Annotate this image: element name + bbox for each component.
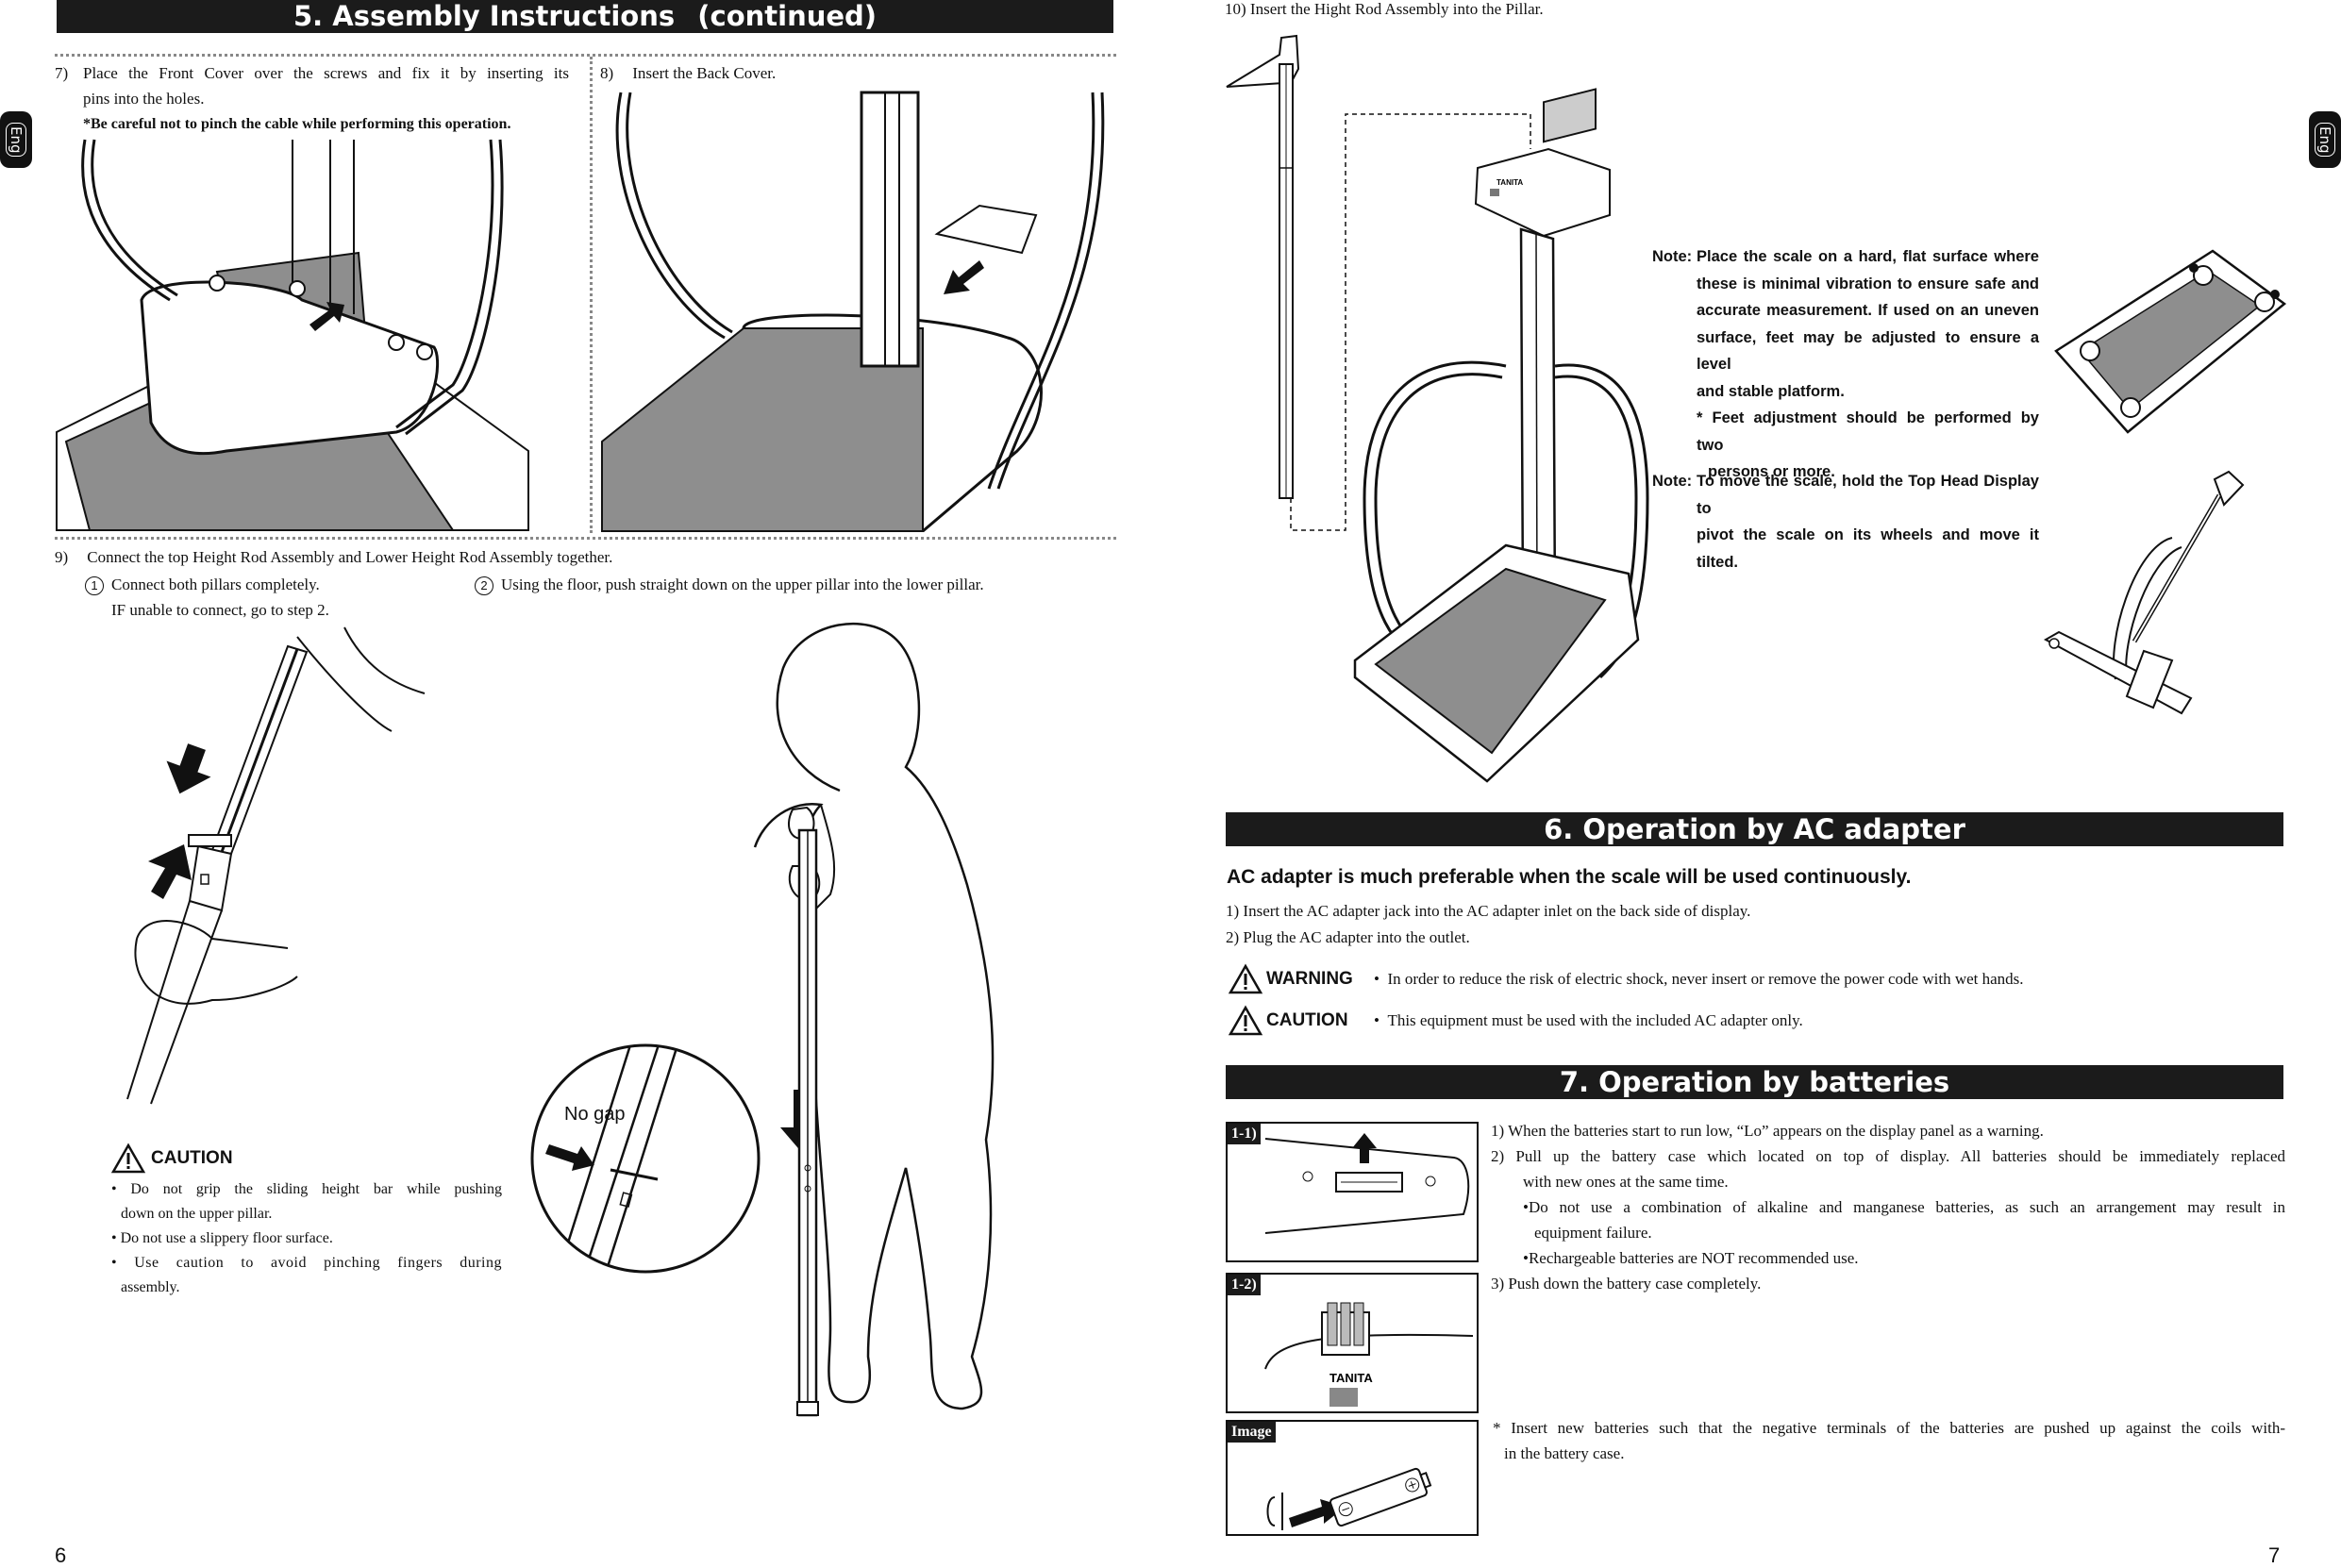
step-9-sub2-text: Using the floor, push straight down on t… [501, 575, 984, 593]
section-5-continued: (continued) [697, 0, 878, 32]
image-label-1-1: 1-1) [1228, 1124, 1261, 1144]
footnote-line2: in the battery case. [1504, 1444, 1625, 1462]
divider-top [55, 54, 1116, 57]
section-6-step-1: 1) Insert the AC adapter jack into the A… [1226, 902, 1751, 920]
step-9-sub1-line1: Connect both pillars completely. [111, 575, 320, 593]
scale-feet-illustration [2054, 249, 2287, 434]
step-9-number: 9) [55, 548, 69, 566]
battery-image-1-1: 1-1) [1226, 1122, 1479, 1262]
step-8: 8) Insert the Back Cover. [600, 60, 776, 86]
page-number-left: 6 [55, 1543, 67, 1567]
step-9-text: Connect the top Height Rod Assembly and … [87, 548, 613, 566]
caution-text-right: This equipment must be used with the inc… [1387, 1011, 1803, 1029]
section-7-bullet-1-line2: equipment failure. [1534, 1224, 1652, 1242]
section-7-step-2-line1: 2) Pull up the battery case which locate… [1491, 1147, 2285, 1165]
step-9-sub1-marker: 1 [85, 575, 104, 595]
step-7-text-line1: Place the Front Cover over the screws an… [83, 64, 569, 82]
eng-tab-right: Eng [2309, 111, 2341, 168]
step-7-number: 7) [55, 64, 69, 82]
note-2-label: Note: [1652, 473, 1693, 490]
back-cover-illustration [601, 91, 1105, 533]
section-7-footnote: * Insert new batteries such that the neg… [1493, 1415, 2285, 1466]
section-5-title: 5. Assembly Instructions [293, 0, 676, 32]
caution-item-1: • Do not grip the sliding height bar whi… [111, 1181, 502, 1197]
caution-item-1b: down on the upper pillar. [121, 1206, 273, 1222]
note-1-line3: accurate measurement. If used on an unev… [1697, 302, 2039, 319]
note-1-line1: Place the scale on a hard, flat surface … [1697, 248, 2039, 265]
battery-image-1-2: 1-2) TANITA [1226, 1273, 1479, 1413]
no-gap-label: No gap [564, 1104, 626, 1125]
caution-triangle-icon [110, 1143, 146, 1174]
battery-insert-illustration [1266, 1467, 1432, 1530]
step-9-sub1-line2: IF unable to connect, go to step 2. [111, 601, 329, 619]
warning-row: WARNING • In order to reduce the risk of… [1228, 963, 2024, 994]
section-7-step-2-line2: with new ones at the same time. [1523, 1173, 1729, 1191]
step-7: 7) Place the Front Cover over the screws… [55, 60, 569, 137]
note-1-line6: * Feet adjustment should be performed by… [1697, 409, 2039, 454]
caution-title-left: CAUTION [151, 1148, 233, 1168]
step-7-warning: *Be careful not to pinch the cable while… [83, 116, 511, 132]
section-7-step-1: 1) When the batteries start to run low, … [1491, 1122, 2044, 1140]
section-5-header: 5. Assembly Instructions (continued) [57, 0, 1113, 33]
image-label-1-2: 1-2) [1228, 1275, 1261, 1295]
step-10: 10) Insert the Hight Rod Assembly into t… [1225, 0, 1544, 18]
section-7-header: 7. Operation by batteries [1226, 1065, 2283, 1099]
section-6-header: 6. Operation by AC adapter [1226, 812, 2283, 846]
caution-label-right: CAUTION [1266, 1010, 1348, 1030]
battery-image-insert: Image [1226, 1420, 1479, 1536]
note-1-line2: these is minimal vibration to ensure saf… [1697, 275, 2039, 292]
divider-middle [55, 537, 1116, 540]
pillar-connection-illustration [126, 626, 426, 1105]
caution-item-3: • Use caution to avoid pinching fingers … [111, 1255, 502, 1271]
caution-item-3b: assembly. [121, 1279, 180, 1295]
warning-triangle-icon [1228, 963, 1263, 994]
section-7-bullet-2: •Rechargeable batteries are NOT recommen… [1523, 1249, 1859, 1267]
note-1-line7: persons or more. [1708, 463, 1835, 480]
scale-assembly-illustration: TANITA [1226, 34, 1649, 783]
eng-tab-left: Eng [0, 111, 32, 168]
section-6-step-2: 2) Plug the AC adapter into the outlet. [1226, 928, 1470, 946]
note-1-label: Note: [1652, 248, 1693, 265]
battery-case-top-view [1264, 1133, 1470, 1234]
footnote-line1: * Insert new batteries such that the neg… [1493, 1419, 2285, 1437]
note-1-line5: and stable platform. [1697, 382, 1845, 400]
note-1: Note: Place the scale on a hard, flat su… [1652, 243, 2039, 486]
step-9: 9) Connect the top Height Rod Assembly a… [55, 544, 612, 570]
section-6-subtitle: AC adapter is much preferable when the s… [1227, 866, 1912, 888]
note-1-line4: surface, feet may be adjusted to ensure … [1697, 328, 2039, 374]
battery-case-raised-view: TANITA [1264, 1302, 1474, 1407]
note-2: Note: To move the scale, hold the Top He… [1652, 468, 2039, 575]
section-7-instructions: 1) When the batteries start to run low, … [1491, 1118, 2285, 1296]
tilted-scale-illustration [2043, 470, 2245, 715]
eng-tab-label-right: Eng [2315, 122, 2335, 158]
caution-item-2: • Do not use a slippery floor surface. [111, 1230, 333, 1246]
warning-text: In order to reduce the risk of electric … [1387, 970, 2024, 988]
step-9-sub2-marker: 2 [475, 575, 493, 595]
note-2-line1: To move the scale, hold the Top Head Dis… [1697, 473, 2039, 517]
display-brand-text: TANITA [1497, 178, 1523, 187]
battery-case-brand: TANITA [1329, 1371, 1373, 1385]
caution-triangle-icon-right [1228, 1005, 1263, 1036]
eng-tab-label: Eng [6, 122, 26, 158]
step-8-number: 8) [600, 64, 614, 82]
front-cover-illustration [56, 139, 529, 531]
caution-block-left: CAUTION • Do not grip the sliding height… [110, 1143, 502, 1300]
step-9-sub1: 1 Connect both pillars completely. IF una… [85, 572, 329, 623]
step-8-text: Insert the Back Cover. [632, 64, 777, 82]
no-gap-zoom-illustration [530, 1043, 761, 1274]
divider-vertical [590, 57, 593, 533]
caution-row: CAUTION • This equipment must be used wi… [1228, 1005, 1803, 1036]
section-7-bullet-1-line1: •Do not use a combination of alkaline an… [1523, 1198, 2285, 1216]
warning-label: WARNING [1266, 969, 1353, 989]
person-pushing-pillar-illustration [753, 622, 995, 1417]
image-label-insert: Image [1228, 1422, 1276, 1443]
note-2-line2: pivot the scale on its wheels and move i… [1697, 526, 2039, 571]
section-7-step-3: 3) Push down the battery case completely… [1491, 1275, 1762, 1293]
step-7-text-line2: pins into the holes. [83, 90, 205, 108]
page-number-right: 7 [2268, 1543, 2281, 1567]
step-9-sub2: 2 Using the floor, push straight down on … [475, 572, 984, 597]
